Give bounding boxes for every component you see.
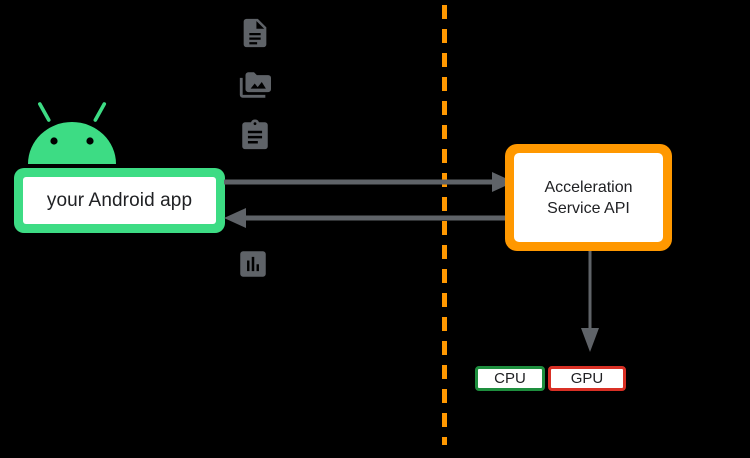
- gpu-node[interactable]: GPU: [548, 366, 626, 391]
- android-robot-head-icon: [22, 98, 122, 166]
- request-arrow: [224, 172, 514, 192]
- bar-chart-icon: [236, 247, 270, 281]
- cpu-node[interactable]: CPU: [475, 366, 545, 391]
- acceleration-service-api-node[interactable]: Acceleration Service API: [505, 144, 672, 251]
- dispatch-arrow: [581, 242, 599, 352]
- photo-library-icon: [237, 68, 271, 102]
- acceleration-service-api-node-inner: Acceleration Service API: [514, 153, 663, 242]
- android-app-node[interactable]: your Android app: [14, 168, 225, 233]
- android-app-label: your Android app: [46, 189, 193, 211]
- android-app-node-inner: your Android app: [23, 177, 216, 224]
- document-icon: [238, 16, 272, 50]
- dashed-vertical-divider: [442, 5, 447, 445]
- api-label-line2: Service API: [547, 199, 630, 217]
- response-arrow: [224, 208, 514, 228]
- clipboard-icon: [238, 118, 272, 152]
- api-label-line1: Acceleration: [544, 178, 633, 196]
